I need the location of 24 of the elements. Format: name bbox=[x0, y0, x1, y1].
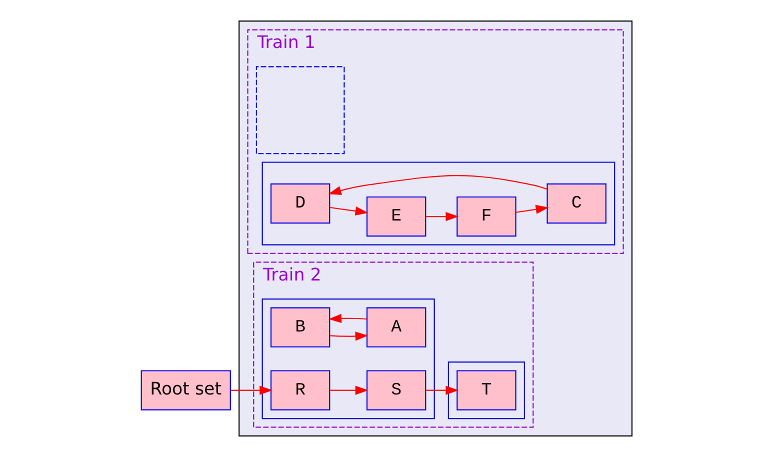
node-box: T bbox=[456, 370, 516, 410]
arrow bbox=[425, 386, 458, 395]
arrow bbox=[330, 332, 368, 341]
cluster bbox=[261, 298, 434, 420]
arrow bbox=[330, 386, 368, 395]
node-box: E bbox=[366, 196, 426, 237]
arrow bbox=[330, 206, 368, 216]
cluster bbox=[261, 162, 615, 246]
node-box: D bbox=[270, 183, 330, 224]
cluster bbox=[447, 362, 524, 420]
node-box: C bbox=[546, 183, 606, 224]
arrow bbox=[515, 204, 548, 214]
arrow bbox=[230, 386, 272, 395]
arrow bbox=[328, 175, 547, 195]
node-box: S bbox=[366, 370, 426, 410]
node-box: B bbox=[270, 307, 330, 348]
arrow bbox=[328, 314, 366, 323]
node-box: R bbox=[270, 370, 330, 410]
node-box: F bbox=[456, 196, 516, 237]
arrow bbox=[425, 212, 458, 222]
node-box: Root set bbox=[140, 370, 230, 410]
node-box: A bbox=[366, 307, 426, 348]
node-box bbox=[255, 66, 344, 154]
cluster bbox=[238, 20, 632, 436]
